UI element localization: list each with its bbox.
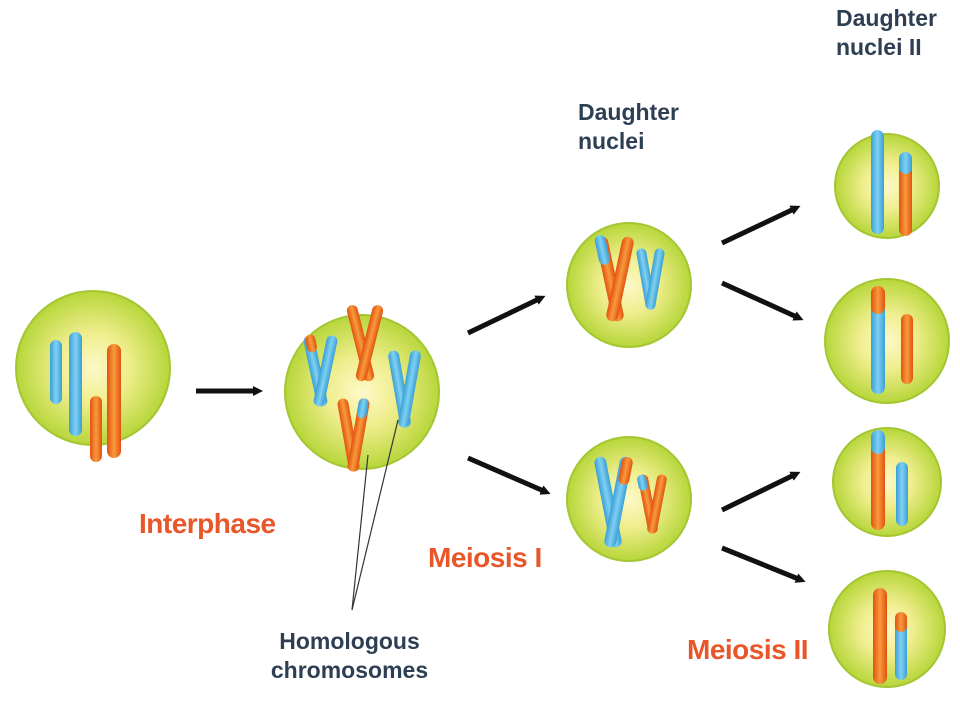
homologous-cell <box>284 305 440 472</box>
meiosis-2-label: Meiosis II <box>687 634 809 665</box>
daughter-nucleus-ii-1 <box>834 130 940 239</box>
arrow-down-right <box>721 545 806 583</box>
chromosome-blue <box>896 462 908 526</box>
daughter-nuclei-ii-label-line1: Daughter <box>836 5 937 31</box>
chromosome-orange <box>899 154 912 236</box>
chromosome-blue <box>871 130 884 234</box>
arrow-down-right <box>720 280 804 321</box>
chromosome-blue <box>69 332 82 436</box>
homologous-label-line1: Homologous <box>279 628 420 654</box>
chromosome-orange-x <box>594 235 634 322</box>
chromosome-blue <box>871 430 885 454</box>
chromosome-orange <box>895 612 907 632</box>
chromosome-orange-x <box>346 305 384 382</box>
chromosome-orange <box>871 432 885 530</box>
chromosome-blue <box>899 152 912 174</box>
arrow-up-right <box>720 471 801 513</box>
arrow-down-right <box>467 455 551 495</box>
chromosome-orange <box>901 314 913 384</box>
daughter-nuclei-ii-label-line2: nuclei II <box>836 33 922 60</box>
daughter-nuclei-label-line2: nuclei <box>578 127 645 154</box>
chromosome-blue-x <box>636 248 665 310</box>
chromosome-blue-x <box>388 350 421 428</box>
chromosome-blue-x <box>303 334 338 407</box>
chromosome-blue-x <box>594 456 633 548</box>
daughter-nuclei-label: Daughter nuclei <box>578 98 679 156</box>
arrow-up-right <box>466 295 546 336</box>
arrow-up-right <box>720 205 801 246</box>
homologous-chromosomes-label: Homologous chromosomes <box>262 627 437 685</box>
chromosome-blue <box>871 288 885 394</box>
homologous-pointer-lines <box>351 419 399 611</box>
chromosome-orange-x <box>637 474 667 534</box>
daughter-nucleus-ii-4 <box>828 570 946 688</box>
chromosome-orange <box>107 344 121 458</box>
chromosome-orange <box>873 588 887 684</box>
daughter-nucleus-ii-2 <box>824 278 950 404</box>
chromosome-orange <box>90 396 102 462</box>
daughter-nucleus-ii-3 <box>832 427 942 537</box>
chromosome-blue <box>50 340 62 404</box>
interphase-cell <box>15 290 171 462</box>
chromosome-orange-x <box>337 398 370 472</box>
meiosis-1-label: Meiosis I <box>428 542 542 573</box>
daughter-nucleus-top <box>566 222 692 348</box>
daughter-nuclei-ii-label: Daughter nuclei II <box>836 4 937 62</box>
interphase-label: Interphase <box>139 508 276 539</box>
homologous-label-line2: chromosomes <box>270 656 429 683</box>
daughter-nucleus-bottom <box>566 436 692 562</box>
daughter-nuclei-label-line1: Daughter <box>578 99 679 125</box>
chromosome-orange <box>871 286 885 314</box>
